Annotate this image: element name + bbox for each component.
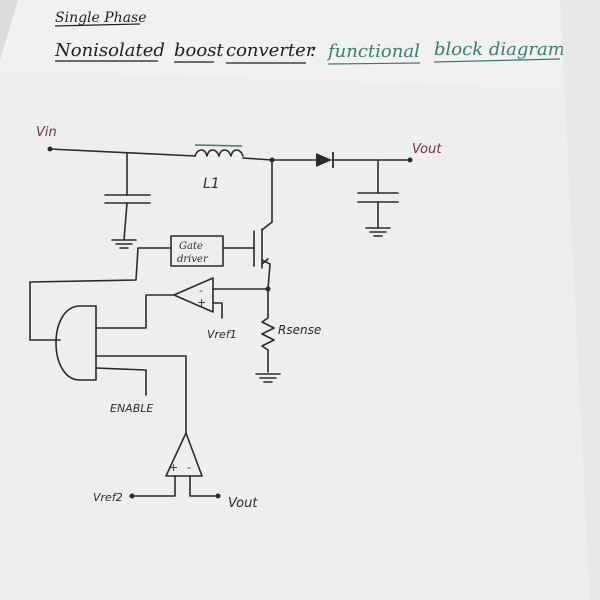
wire-inductor-node	[242, 157, 273, 161]
header-line1: Single Phase	[55, 10, 147, 26]
label-inductor: L1	[203, 176, 220, 192]
wire-vout-feedback	[189, 475, 219, 497]
header-line1-underline	[54, 23, 141, 27]
label-rsense: Rsense	[278, 323, 321, 337]
opamp1-minus-sign: -	[199, 284, 203, 297]
wire-opamp1-out	[95, 294, 175, 329]
opamp2-minus-sign: -	[187, 461, 191, 474]
wire-vref1	[212, 302, 223, 319]
header-words-block-diagram-underline	[433, 58, 561, 63]
label-gate-driver-1: Gate	[179, 241, 203, 252]
vin-terminal	[47, 146, 53, 152]
header-word-converter: converter	[226, 40, 316, 61]
switch-node-dot	[269, 157, 275, 163]
gate-driver-box	[170, 235, 224, 267]
opamp1-triangle	[173, 277, 214, 313]
wire-input-cap-ground	[123, 202, 128, 241]
output-ground-symbol	[365, 227, 391, 237]
header-word-functional-underline	[327, 62, 421, 65]
opamp2-triangle	[165, 432, 203, 477]
opamp2-plus-sign: +	[169, 461, 178, 474]
and-gate	[55, 305, 97, 381]
paper-highlight	[0, 0, 600, 90]
sense-node-dot	[265, 286, 271, 292]
vout-terminal	[407, 157, 413, 163]
rsense-ground-symbol	[255, 373, 281, 383]
paper-right-shade	[560, 0, 600, 600]
wire-driver-to-gate-logic	[29, 247, 172, 341]
header-word-functional: functional	[326, 41, 420, 62]
input-ground-symbol	[111, 239, 137, 249]
label-vout-bottom: Vout	[228, 496, 258, 511]
header-word-nonisolated: Nonisolated	[54, 40, 165, 61]
wire-vin-rail	[49, 148, 196, 157]
wire-enable	[95, 367, 147, 396]
label-enable: ENABLE	[110, 402, 153, 415]
inductor-coil	[194, 149, 244, 157]
circuit-wires	[29, 148, 411, 497]
label-vout-top: Vout	[412, 142, 442, 157]
rsense-resistor	[261, 288, 275, 373]
opamp1-plus-sign: +	[197, 296, 206, 309]
paper-corner-shadow	[0, 0, 18, 60]
label-vin: Vin	[36, 125, 57, 140]
vref2-terminal	[129, 493, 135, 499]
header-colon: :	[310, 40, 316, 61]
label-vref2: Vref2	[93, 491, 123, 504]
mosfet-source-arrow	[261, 258, 269, 265]
wire-opamp2-out	[95, 355, 187, 434]
vout-bottom-terminal	[215, 493, 221, 499]
wire-vref2	[131, 475, 176, 497]
label-gate-driver-2: driver	[177, 254, 209, 265]
header-words-block-diagram: block diagram	[434, 39, 565, 60]
diode-triangle	[316, 153, 332, 167]
header-word-boost: boost	[174, 40, 224, 61]
inductor-highlight	[194, 144, 243, 147]
label-vref1: Vref1	[207, 328, 237, 341]
wire-node-drain	[261, 159, 273, 231]
